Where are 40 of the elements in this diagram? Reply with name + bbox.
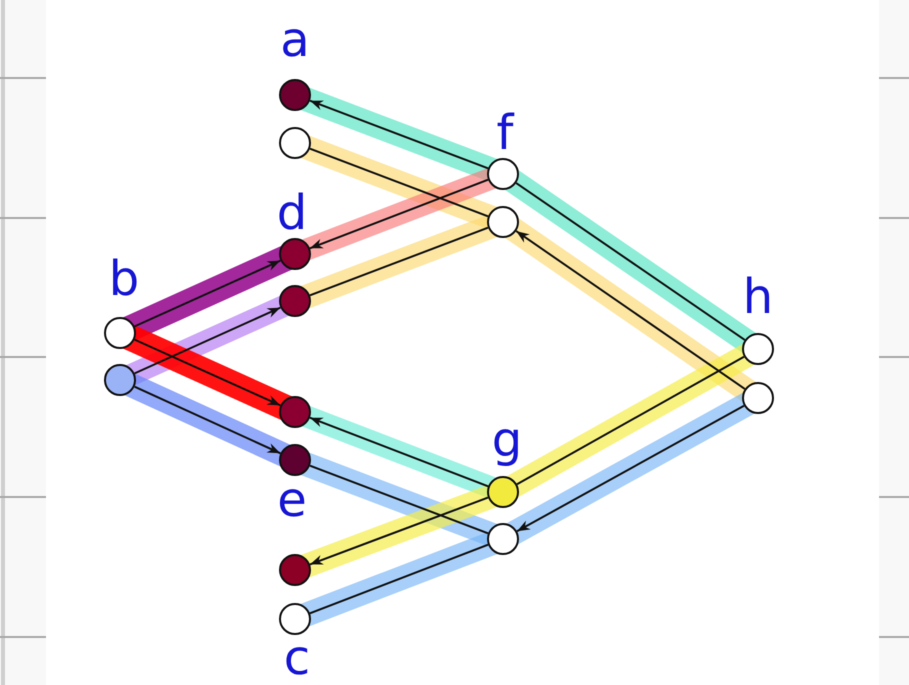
node-label: c xyxy=(284,634,310,682)
node-label: e xyxy=(277,476,307,524)
circle-node xyxy=(104,317,136,349)
node-label: a xyxy=(280,16,310,64)
connector-line xyxy=(516,356,744,486)
node-label: g xyxy=(492,416,522,464)
circle-node xyxy=(279,554,311,586)
arrow xyxy=(310,178,488,250)
node-label: b xyxy=(108,255,140,304)
connector-line xyxy=(310,544,488,614)
circle-node xyxy=(487,206,519,238)
connector-line xyxy=(516,182,746,341)
circle-node xyxy=(487,476,519,508)
circle-node xyxy=(487,523,519,555)
connector-line xyxy=(310,464,488,534)
node-label: d xyxy=(276,189,308,238)
circle-node xyxy=(279,603,311,635)
circle-node xyxy=(487,158,519,190)
circle-node xyxy=(279,285,311,317)
arrow xyxy=(134,260,281,328)
circle-node xyxy=(742,382,774,414)
arrow xyxy=(134,338,281,406)
circle-node xyxy=(279,238,311,270)
arrow xyxy=(134,386,281,454)
arrow xyxy=(310,416,488,488)
arrow xyxy=(516,230,746,390)
circle-node xyxy=(279,79,311,111)
circle-node xyxy=(104,364,136,396)
node-label: h xyxy=(742,273,774,322)
arrow xyxy=(310,496,488,566)
circle-node xyxy=(742,333,774,365)
circle-node xyxy=(279,444,311,476)
node-label: f xyxy=(496,109,514,158)
connector-line xyxy=(310,148,488,218)
arrow xyxy=(310,100,488,170)
circle-node xyxy=(279,396,311,428)
arrow xyxy=(134,306,281,374)
connector-line xyxy=(310,226,488,296)
arrow xyxy=(516,404,744,532)
circle-node xyxy=(279,127,311,159)
